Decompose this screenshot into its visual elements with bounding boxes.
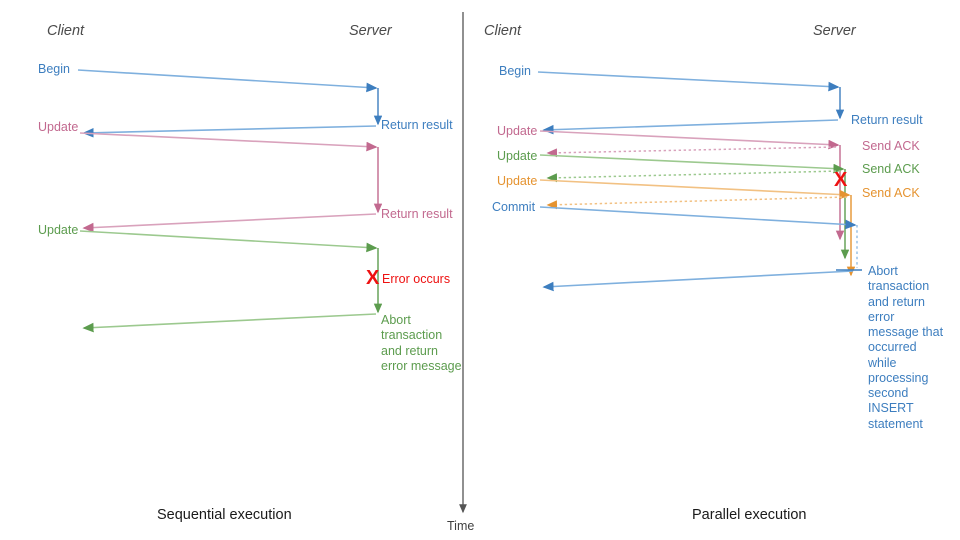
left-msg-update-1: Update xyxy=(38,120,79,134)
right-arrow-commit xyxy=(539,206,862,292)
right-msg-return-result: Return result xyxy=(851,113,923,127)
right-msg-commit: Commit xyxy=(492,200,536,214)
right-lane-header-server: Server xyxy=(813,23,856,39)
left-lane-header-server: Server xyxy=(349,23,392,39)
left-msg-return-result-1: Return result xyxy=(381,118,453,132)
right-msg-send-ack-2: Send ACK xyxy=(862,162,920,176)
left-msg-begin: Begin xyxy=(38,62,70,76)
right-msg-abort: Abort transaction and return error messa… xyxy=(868,264,944,431)
right-arrow-update-green xyxy=(539,154,850,260)
right-msg-update-3: Update xyxy=(497,174,538,188)
right-arrow-update-orange xyxy=(539,179,856,277)
right-msg-send-ack-3: Send ACK xyxy=(862,186,920,200)
right-msg-update-2: Update xyxy=(497,149,538,163)
right-msg-begin: Begin xyxy=(499,64,531,78)
left-arrow-update-2 xyxy=(79,230,383,333)
left-arrow-update-1 xyxy=(79,132,383,233)
right-panel-caption: Parallel execution xyxy=(692,507,807,523)
right-arrow-update-pink xyxy=(539,130,845,241)
left-panel-caption: Sequential execution xyxy=(157,507,292,523)
right-msg-send-ack-1: Send ACK xyxy=(862,139,920,153)
left-error-x-icon: X xyxy=(366,267,380,289)
right-msg-update-1: Update xyxy=(497,124,538,138)
right-lane-header-client: Client xyxy=(484,23,522,39)
left-msg-error-occurs: Error occurs xyxy=(382,272,451,286)
left-lane-header-client: Client xyxy=(47,23,85,39)
right-arrow-begin xyxy=(537,71,845,135)
left-arrow-begin xyxy=(77,69,383,138)
right-error-x-icon: X xyxy=(834,169,848,191)
time-axis-label: Time xyxy=(447,519,475,533)
left-msg-return-result-2: Return result xyxy=(381,207,453,221)
left-msg-update-2: Update xyxy=(38,223,79,237)
left-msg-abort: Abort transaction and return error messa… xyxy=(381,313,462,373)
